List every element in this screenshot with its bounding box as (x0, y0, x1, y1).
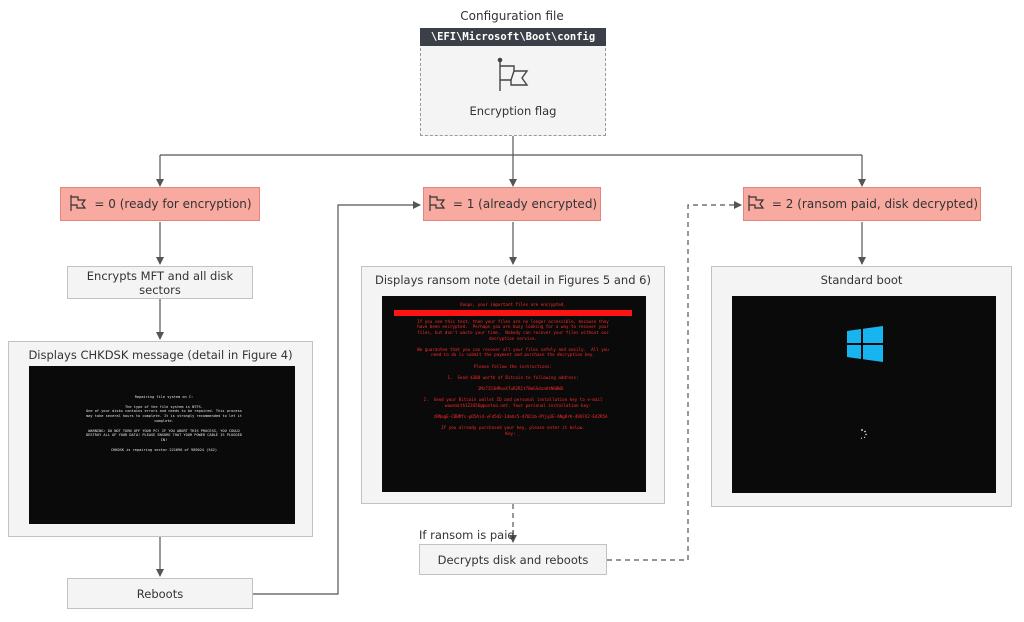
flag-icon (427, 194, 447, 215)
flag-icon (495, 57, 531, 93)
chkdsk-panel-title: Displays CHKDSK message (detail in Figur… (28, 348, 293, 362)
standard-boot-panel: Standard boot (711, 266, 1012, 507)
arrow-reboots-to-flag1 (253, 201, 421, 595)
ransom-note-text: Ooops, your important files are encrypte… (417, 302, 609, 436)
chkdsk-panel: Displays CHKDSK message (detail in Figur… (8, 341, 313, 537)
encrypts-mft-label: Encrypts MFT and all disk sectors (86, 268, 234, 297)
windows-logo-icon (847, 326, 883, 362)
ransom-panel-title: Displays ransom note (detail in Figures … (375, 273, 651, 287)
config-file-path: \EFI\Microsoft\Boot\config (420, 28, 606, 46)
flag-0-label: = 0 (ready for encryption) (94, 197, 252, 211)
flag-1-box: = 1 (already encrypted) (423, 187, 601, 221)
reboots-box: Reboots (67, 578, 253, 609)
flag-1-label: = 1 (already encrypted) (452, 197, 598, 211)
decrypts-box: Decrypts disk and reboots (419, 544, 607, 575)
if-ransom-paid-label: If ransom is paid (419, 528, 515, 542)
chkdsk-screen: Repairing file system on C: The type of … (29, 366, 295, 524)
config-file-title: Configuration file (460, 9, 564, 23)
boot-screen (732, 296, 996, 493)
reboots-label: Reboots (136, 586, 184, 601)
chkdsk-screen-text: Repairing file system on C: The type of … (86, 395, 242, 452)
encrypts-mft-box: Encrypts MFT and all disk sectors (67, 266, 253, 299)
config-file-box (420, 28, 606, 136)
flag-2-label: = 2 (ransom paid, disk decrypted) (771, 197, 979, 211)
flag-2-box: = 2 (ransom paid, disk decrypted) (743, 187, 981, 221)
encryption-flag-label: Encryption flag (469, 104, 557, 118)
arrow-decrypts-to-flag2 (607, 201, 742, 561)
decrypts-label: Decrypts disk and reboots (437, 552, 589, 567)
flag-icon (68, 194, 88, 215)
ransom-note-screen: Ooops, your important files are encrypte… (382, 296, 646, 492)
ransom-note-bar (394, 310, 632, 316)
flag-icon (746, 194, 766, 215)
ransom-panel: Displays ransom note (detail in Figures … (361, 266, 665, 504)
loading-spinner-icon (857, 428, 867, 439)
standard-boot-title: Standard boot (820, 273, 903, 287)
flag-0-box: = 0 (ready for encryption) (60, 187, 260, 221)
